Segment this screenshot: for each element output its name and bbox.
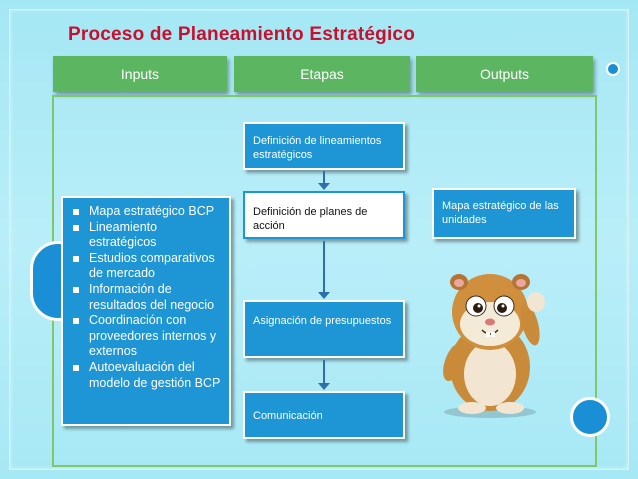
input-item: Coordinación con proveedores internos y …: [71, 313, 223, 360]
bullet-icon: [73, 224, 79, 231]
hamster-mascot-icon: [443, 274, 545, 418]
header-etapas: Etapas: [234, 56, 410, 92]
bullet-icon: [73, 364, 79, 371]
bullet-icon: [73, 318, 79, 325]
arrow-down-icon: [318, 360, 330, 390]
arrow-down-icon: [318, 241, 330, 299]
input-item: Información de resultados del negocio: [71, 282, 223, 313]
decorative-circle-right: [570, 397, 610, 437]
header-outputs: Outputs: [416, 56, 593, 92]
decorative-circle-top: [606, 62, 620, 76]
stage-presupuestos: Asignación de presupuestos: [243, 300, 405, 358]
stage-comunicacion: Comunicación: [243, 391, 405, 439]
bullet-icon: [73, 209, 79, 215]
output-box: Mapa estratégico de las unidades: [432, 188, 576, 239]
bullet-icon: [73, 255, 79, 262]
slide-frame: [9, 9, 629, 470]
input-item: Autoevaluación del modelo de gestión BCP: [71, 360, 223, 391]
input-item: Estudios comparativos de mercado: [71, 251, 223, 282]
stage-lineamientos: Definición de lineamientos estratégicos: [243, 122, 405, 170]
header-inputs: Inputs: [53, 56, 227, 92]
input-item: Mapa estratégico BCP: [71, 204, 223, 220]
page-title: Proceso de Planeamiento Estratégico: [68, 24, 416, 45]
inputs-box: Mapa estratégico BCP Lineamiento estraté…: [61, 196, 231, 426]
stage-planes-accion: Definición de planes de acción: [243, 191, 405, 239]
bullet-icon: [73, 286, 79, 293]
arrow-down-icon: [318, 171, 330, 190]
input-item: Lineamiento estratégicos: [71, 220, 223, 251]
